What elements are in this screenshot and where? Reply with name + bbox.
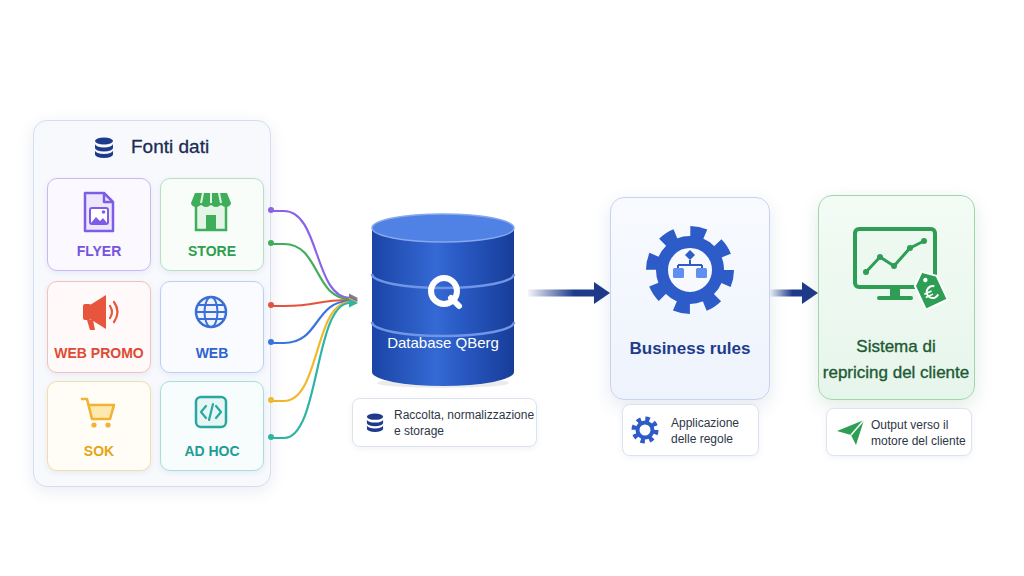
source-box: FLYER bbox=[47, 178, 151, 271]
source-box: WEB bbox=[160, 281, 264, 373]
source-label: FLYER bbox=[48, 243, 150, 259]
arrow-head bbox=[349, 299, 358, 308]
cylinder-ring bbox=[372, 274, 514, 288]
connector bbox=[264, 299, 358, 439]
connector-shaft bbox=[528, 290, 594, 297]
source-box: AD HOC bbox=[160, 381, 264, 471]
source-panel: Fonti datiFLYER STORE WEB PROMO WEB SOK AD HO… bbox=[33, 120, 271, 487]
connector bbox=[264, 244, 358, 304]
source-box: WEB PROMO bbox=[47, 281, 151, 373]
note-box: Output verso il motore del cliente bbox=[826, 408, 972, 456]
output-box: Sistema di repricing del cliente bbox=[818, 195, 975, 400]
database-cylinder: Database QBerg bbox=[358, 212, 528, 390]
process-box: Business rules bbox=[610, 197, 770, 400]
note-text: Applicazione delle regole bbox=[671, 415, 751, 447]
output-label: Sistema di repricing del cliente bbox=[822, 334, 970, 386]
note-box: Applicazione delle regole bbox=[622, 404, 759, 456]
connector bbox=[528, 282, 610, 304]
cylinder-ring bbox=[372, 322, 514, 336]
source-box: SOK bbox=[47, 381, 151, 471]
panel-heading: Fonti dati bbox=[131, 136, 209, 158]
arrow-head bbox=[594, 282, 610, 304]
source-label: STORE bbox=[161, 243, 263, 259]
note-text: Output verso il motore del cliente bbox=[871, 417, 968, 449]
process-label: Business rules bbox=[611, 339, 769, 359]
cylinder-top bbox=[372, 214, 514, 242]
note-text: Raccolta, normalizzazione e storage bbox=[394, 407, 538, 439]
note-box: Raccolta, normalizzazione e storage bbox=[352, 398, 537, 447]
connector bbox=[770, 282, 818, 304]
source-label: WEB PROMO bbox=[48, 345, 150, 361]
source-label: WEB bbox=[161, 345, 263, 361]
source-box: STORE bbox=[160, 178, 264, 271]
connector-line bbox=[264, 303, 350, 438]
database-label: Database QBerg bbox=[358, 334, 528, 351]
connector-line bbox=[264, 244, 350, 299]
arrow-head bbox=[349, 298, 358, 307]
cylinder-outline bbox=[358, 212, 528, 390]
connector-shaft bbox=[770, 290, 802, 297]
source-label: AD HOC bbox=[161, 443, 263, 459]
cylinder-body bbox=[372, 228, 514, 386]
arrow-head bbox=[802, 282, 818, 304]
source-label: SOK bbox=[48, 443, 150, 459]
